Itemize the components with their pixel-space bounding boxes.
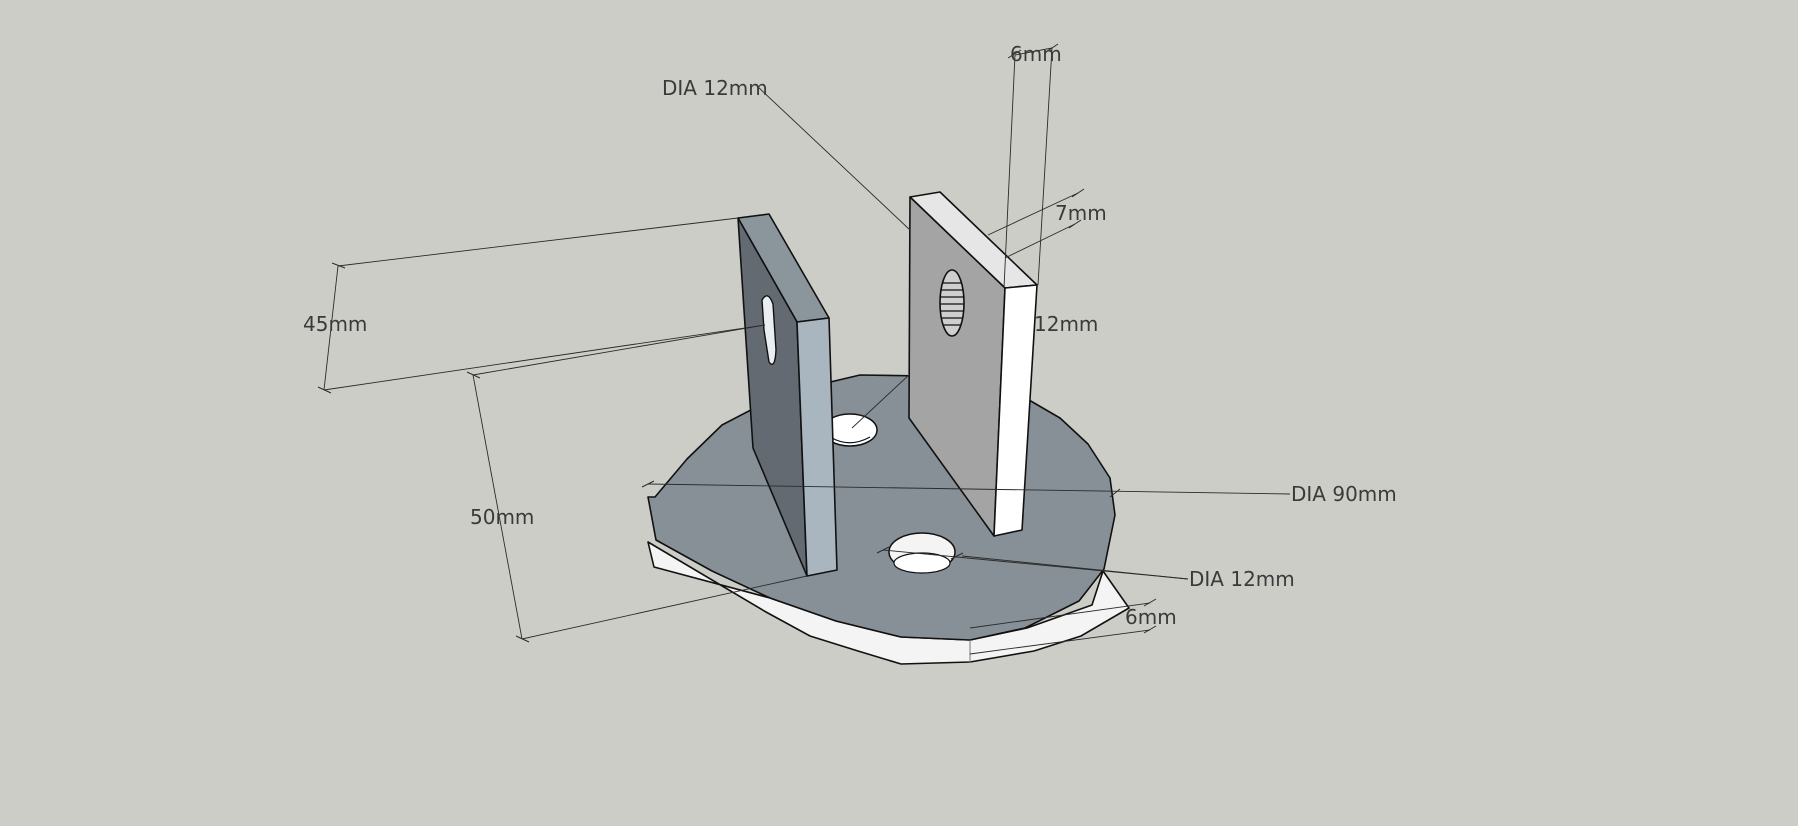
dimension-ticks [317,43,1157,643]
dim-label-tab-height: 45mm [303,312,367,336]
dim-label-plate-thickness: 6mm [1125,605,1177,629]
dim-label-tab-thickness: 6mm [1010,42,1062,66]
dimension-lines [323,47,1291,655]
dim-label-top-hole-dia: DIA 12mm [662,76,768,100]
dim-label-tab-width: 12mm [1034,312,1098,336]
dim-label-hole-offset: 7mm [1055,201,1107,225]
dim-label-overall-height: 50mm [470,505,534,529]
left-tab-hole [761,295,777,365]
right-tab-hole [939,269,965,337]
right-tab-side-face [993,284,1038,537]
plate-hole-front [888,532,956,574]
right-tab[interactable] [908,191,1038,537]
dim-label-plate-hole-dia: DIA 12mm [1189,567,1295,591]
plate-top-face [647,374,1116,641]
left-tab-side-face [796,317,838,577]
dim-label-plate-dia: DIA 90mm [1291,482,1397,506]
